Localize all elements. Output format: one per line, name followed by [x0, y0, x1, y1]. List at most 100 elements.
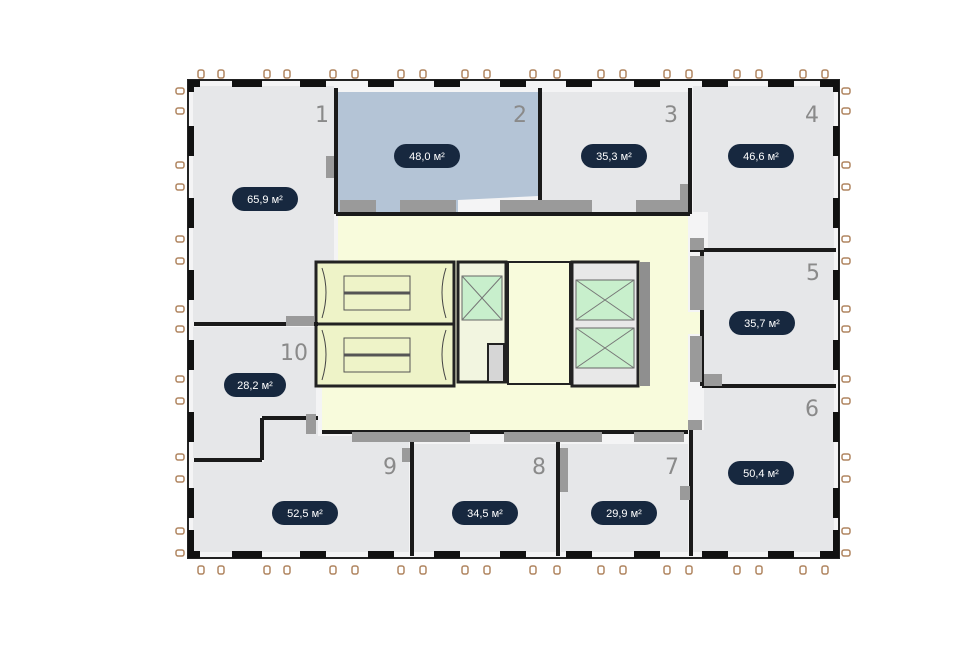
window-segment	[188, 126, 194, 156]
window-segment	[566, 80, 592, 87]
radiator-icon	[175, 161, 185, 169]
radiator-icon	[175, 375, 185, 383]
radiator-icon	[529, 69, 537, 79]
radiator-icon	[351, 69, 359, 79]
window-segment	[566, 551, 592, 558]
unit-7-room[interactable]	[561, 444, 688, 552]
radiator-icon	[841, 325, 851, 333]
unit-4[interactable]: 4 46,6 м²	[693, 86, 834, 248]
window-segment	[768, 551, 794, 558]
unit-1[interactable]: 1 65,9 м²	[193, 86, 334, 322]
window-segment	[434, 80, 460, 87]
radiator-icon	[217, 69, 225, 79]
window-segment	[833, 80, 839, 92]
radiator-icon	[175, 549, 185, 557]
radiator-row	[175, 69, 851, 575]
radiator-icon	[841, 305, 851, 313]
unit-1-area: 65,9 м²	[247, 194, 283, 206]
unit-4-area: 46,6 м²	[743, 151, 779, 163]
unit-5-area-badge	[729, 311, 795, 335]
window-segment	[300, 80, 326, 87]
window-segment	[768, 80, 794, 87]
unit-8-area: 34,5 м²	[467, 508, 503, 520]
radiator-icon	[841, 161, 851, 169]
radiator-icon	[755, 69, 763, 79]
unit-9[interactable]: 9 52,5 м²	[193, 418, 409, 552]
unit-8-area-badge	[452, 501, 518, 525]
radiator-icon	[733, 565, 741, 575]
unit-8-number: 8	[532, 455, 546, 480]
radiator-icon	[799, 69, 807, 79]
unit-2[interactable]: 2 48,0 м²	[338, 92, 538, 212]
unit-10[interactable]: 10 28,2 м²	[193, 327, 316, 458]
window-segment	[634, 80, 660, 87]
window-segment	[820, 551, 839, 558]
unit-8[interactable]: 8 34,5 м²	[414, 444, 556, 552]
radiator-icon	[685, 565, 693, 575]
unit-2-area-badge	[394, 144, 460, 168]
unit-9-area-badge	[272, 501, 338, 525]
unit-10-area: 28,2 м²	[237, 380, 273, 392]
radiator-icon	[175, 305, 185, 313]
radiator-icon	[397, 565, 405, 575]
radiator-icon	[175, 453, 185, 461]
radiator-icon	[841, 527, 851, 535]
radiator-icon	[419, 565, 427, 575]
unit-7[interactable]: 7 29,9 м²	[561, 444, 688, 552]
window-segment	[188, 530, 194, 558]
unit-5-number: 5	[806, 261, 820, 286]
unit-7-area-badge	[591, 501, 657, 525]
radiator-icon	[351, 565, 359, 575]
radiator-icon	[329, 565, 337, 575]
window-segment	[300, 551, 326, 558]
radiator-icon	[175, 527, 185, 535]
radiator-icon	[483, 565, 491, 575]
window-segment	[368, 551, 394, 558]
window-segment	[368, 80, 394, 87]
radiator-icon	[283, 69, 291, 79]
radiator-icon	[529, 565, 537, 575]
unit-3-area: 35,3 м²	[596, 151, 632, 163]
radiator-icon	[483, 69, 491, 79]
radiator-icon	[263, 565, 271, 575]
window-segment	[833, 126, 839, 156]
window-segment	[188, 340, 194, 370]
radiator-icon	[841, 87, 851, 95]
unit-6[interactable]: 6 50,4 м²	[693, 388, 834, 552]
window-segment	[232, 80, 262, 87]
radiator-icon	[841, 475, 851, 483]
radiator-icon	[175, 87, 185, 95]
radiator-icon	[841, 235, 851, 243]
unit-5[interactable]: 5 35,7 м²	[704, 252, 834, 384]
radiator-icon	[841, 375, 851, 383]
unit-8-room[interactable]	[414, 444, 556, 552]
radiator-icon	[553, 69, 561, 79]
window-segment	[833, 270, 839, 300]
radiator-icon	[217, 565, 225, 575]
utility-counters	[286, 156, 722, 500]
radiator-icon	[553, 565, 561, 575]
radiator-icon	[175, 235, 185, 243]
unit-6-number: 6	[805, 397, 819, 422]
radiator-icon	[197, 69, 205, 79]
unit-2-area: 48,0 м²	[409, 151, 445, 163]
radiator-icon	[685, 69, 693, 79]
radiator-icon	[841, 107, 851, 115]
unit-9-number: 9	[383, 455, 397, 480]
radiator-icon	[841, 549, 851, 557]
radiator-icon	[461, 565, 469, 575]
radiator-icon	[841, 453, 851, 461]
radiator-icon	[663, 69, 671, 79]
radiator-icon	[175, 107, 185, 115]
unit-7-number: 7	[665, 455, 679, 480]
radiator-icon	[619, 69, 627, 79]
stairwell	[314, 260, 456, 388]
unit-6-area-badge	[728, 461, 794, 485]
unit-9-room[interactable]	[193, 418, 409, 552]
radiator-icon	[841, 257, 851, 265]
unit-3[interactable]: 3 35,3 м²	[542, 92, 688, 212]
radiator-icon	[175, 325, 185, 333]
shaft-right	[640, 262, 650, 386]
window-segment	[833, 340, 839, 370]
